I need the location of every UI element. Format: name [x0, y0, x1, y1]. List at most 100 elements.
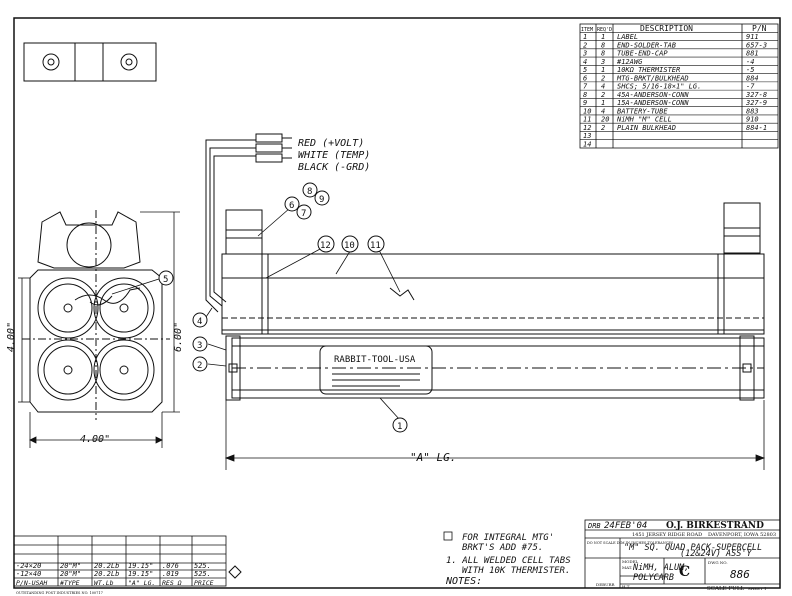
parts-item: 10 [583, 107, 591, 115]
note-1-line2: WITH 10K THERMISTER. [462, 566, 570, 576]
parts-item: 7 [583, 83, 588, 91]
notes-section: FOR INTEGRAL MTG' BRKT'S ADD #75. 1. ALL… [443, 531, 571, 587]
svg-text:4: 4 [197, 317, 202, 327]
title-ht-label: H.T. [622, 584, 630, 589]
parts-list-table [579, 23, 779, 149]
title-dwg-no: 886 [730, 568, 750, 581]
parts-item: 8 [583, 91, 587, 99]
balloon-12: 12 [317, 235, 335, 253]
parts-pn: 910 [746, 116, 759, 124]
note-1-line1: 1. ALL WELDED CELL TABS [446, 556, 571, 566]
wire-label-black: BLACK (-GRD) [298, 162, 370, 173]
config-cell: 525. [194, 562, 211, 570]
dim-height-inner-label: 4.00" [6, 322, 17, 352]
parts-item: 14 [583, 141, 591, 149]
dim-height-outer-label: 6.00" [173, 322, 184, 352]
parts-description: NiMH "M" CELL [616, 116, 672, 124]
config-header-cell: WT.Lb [94, 579, 114, 587]
length-dimension [224, 400, 766, 470]
parts-pn: -5 [746, 66, 754, 74]
title-sheet: SHEET 1 [748, 586, 767, 591]
parts-pn: 327-8 [745, 91, 767, 99]
config-cell: 19.15" [128, 570, 153, 578]
parts-pn: 911 [746, 33, 759, 41]
svg-text:12: 12 [320, 241, 331, 251]
parts-reqd: 1 [601, 66, 605, 74]
svg-text:5: 5 [163, 275, 168, 285]
parts-description: TUBE-END-CAP [617, 50, 668, 58]
parts-pn: 657-3 [746, 41, 767, 49]
balloon-10: 10 [341, 235, 359, 253]
title-block [584, 519, 781, 589]
parts-description: SHCS; 5/16-18×1" LG. [617, 83, 701, 91]
title-date: 24FEB'04 [604, 521, 647, 531]
balloon-4: 4 [192, 312, 208, 328]
svg-text:2: 2 [197, 361, 202, 371]
config-header-cell: PRICE [194, 579, 214, 587]
config-header-cell: #TYPE [59, 579, 80, 587]
parts-item: 2 [583, 41, 587, 49]
parts-description: #12AWG [616, 58, 643, 66]
svg-text:10: 10 [344, 241, 355, 251]
balloon-8: 8 [302, 182, 318, 198]
parts-header-cell: ITEM [581, 27, 593, 33]
parts-item: 6 [583, 74, 587, 82]
config-cell: 20"M" [60, 570, 81, 578]
parts-reqd: 1 [601, 33, 605, 41]
parts-reqd: 2 [601, 91, 605, 99]
parts-reqd: 3 [600, 58, 605, 66]
wire-label-red: RED (+VOLT) [298, 138, 364, 149]
balloon-7: 7 [296, 204, 312, 220]
label-plate [319, 345, 433, 395]
title-city: DAVENPORT, IOWA 52803 [708, 532, 776, 538]
title-line-2: (12&24V) ASS'Y [680, 549, 753, 559]
parts-description: LABEL [617, 33, 638, 41]
parts-pn: 881 [746, 50, 759, 58]
notes-title: NOTES: [445, 576, 482, 587]
parts-header-cell: DESCRIPTION [640, 24, 693, 33]
balloon-3: 3 [192, 336, 208, 352]
end-view-cross-section [22, 210, 170, 420]
svg-text:8: 8 [307, 187, 312, 197]
note-2-line2: BRKT'S ADD #75. [462, 543, 543, 553]
svg-text:6: 6 [289, 201, 294, 211]
revision-symbol [228, 565, 242, 579]
parts-item: 4 [583, 58, 587, 66]
footer-text: OUTSTANDING POST INDUSTRIES NO. 100717 [16, 591, 103, 595]
parts-item: 5 [583, 66, 587, 74]
parts-pn: -4 [746, 58, 754, 66]
config-cell: 19.15" [128, 562, 153, 570]
title-deburr: DEBURR [596, 582, 615, 587]
balloon-6: 6 [284, 196, 300, 212]
parts-reqd: 4 [601, 107, 605, 115]
parts-description: 15A-ANDERSON-CONN [617, 99, 689, 107]
title-scale: SCALE FULL [707, 586, 744, 592]
parts-description: 45A-ANDERSON-CONN [617, 91, 689, 99]
svg-text:9: 9 [319, 195, 324, 205]
parts-description: 10KΩ THERMISTER [617, 66, 680, 74]
parts-description: MTG-BRKT/BULKHEAD [616, 74, 689, 82]
config-cell: -24×20 [16, 562, 41, 570]
parts-pn: 883 [746, 107, 759, 115]
title-material-2: POLYCARB [633, 573, 674, 583]
parts-description: PLAIN BULKHEAD [617, 124, 676, 132]
parts-item: 3 [582, 50, 587, 58]
parts-pn: 884 [746, 74, 759, 82]
parts-item: 12 [583, 124, 591, 132]
parts-reqd: 2 [601, 74, 605, 82]
config-header-cell: "A" LG. [128, 579, 155, 587]
parts-description: END-SOLDER-TAB [617, 41, 676, 49]
config-cell: 20"M" [60, 562, 81, 570]
svg-text:7: 7 [301, 209, 306, 219]
config-table [13, 535, 227, 587]
balloon-1: 1 [392, 417, 408, 433]
parts-item: 13 [583, 132, 591, 140]
balloon-11: 11 [367, 235, 385, 253]
parts-reqd: 8 [601, 50, 605, 58]
title-line-1: "M" SQ. QUAD PACK-SUPERCELL [624, 543, 762, 553]
mounting-bracket-top-view [23, 42, 157, 82]
drawing-border [13, 17, 781, 589]
